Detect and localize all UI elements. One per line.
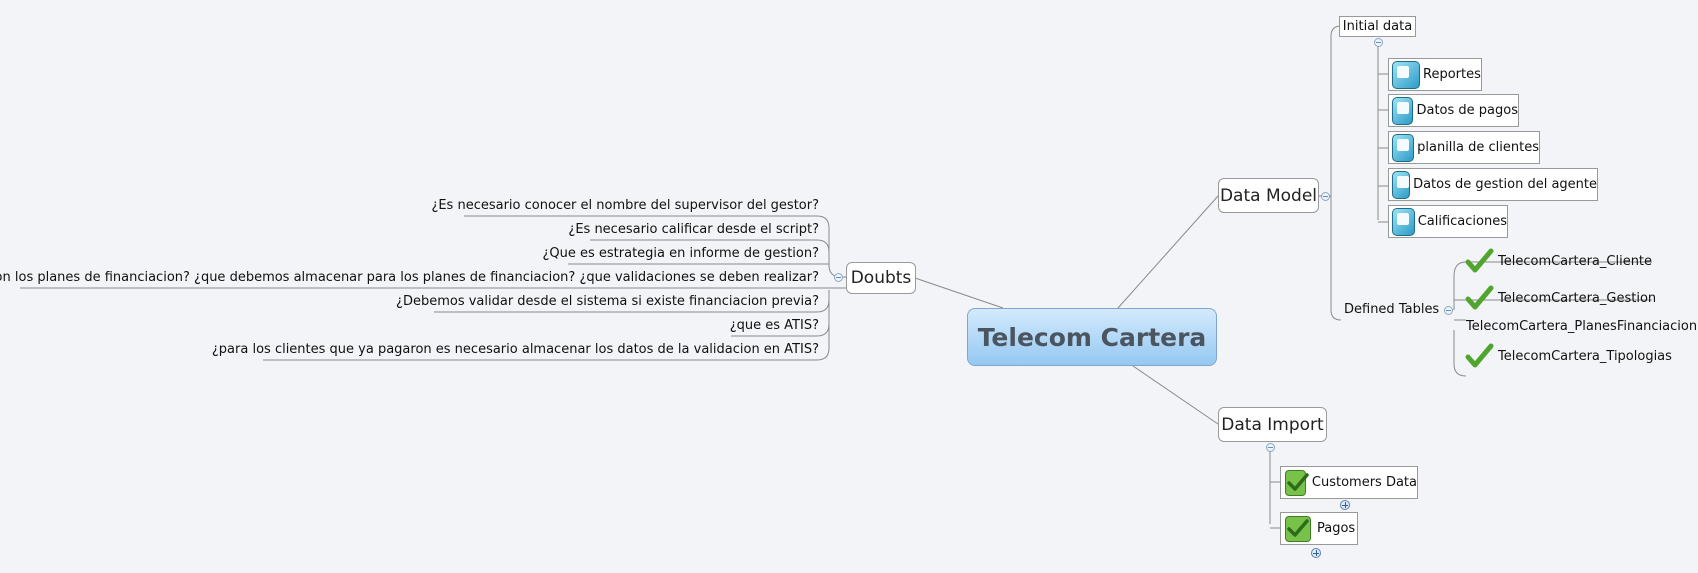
initial-data-item[interactable]: planilla de clientes — [1388, 131, 1540, 164]
defined-table-item[interactable]: TelecomCartera_Gestion — [1464, 282, 1656, 314]
doubt-item-6[interactable]: ¿que es ATIS? — [729, 318, 819, 333]
topic-icon — [1392, 133, 1415, 162]
initial-data-topic[interactable]: Initial data — [1339, 16, 1416, 37]
initial-data-item[interactable]: Reportes — [1388, 58, 1482, 91]
data-import-item[interactable]: Pagos — [1280, 512, 1358, 545]
defined-table-item[interactable]: TelecomCartera_Tipologias — [1464, 340, 1672, 372]
checkmark-icon — [1465, 248, 1494, 273]
collapse-defined-tables-icon[interactable] — [1444, 306, 1453, 315]
data-model-topic[interactable]: Data Model — [1218, 178, 1319, 213]
data-import-item[interactable]: Customers Data — [1280, 466, 1418, 499]
defined-table-item[interactable]: TelecomCartera_PlanesFinanciacion — [1466, 318, 1698, 334]
central-topic[interactable]: Telecom Cartera — [967, 308, 1217, 366]
initial-data-item[interactable]: Datos de gestion del agente — [1388, 168, 1598, 201]
doubt-item-1[interactable]: ¿Es necesario conocer el nombre del supe… — [431, 198, 819, 213]
topic-icon — [1392, 207, 1415, 236]
checkmark-icon — [1465, 285, 1494, 310]
topic-icon — [1392, 170, 1411, 199]
checkmark-icon — [1465, 343, 1494, 368]
topic-icon — [1392, 60, 1420, 89]
initial-data-item[interactable]: Calificaciones — [1388, 205, 1508, 238]
doubt-item-3[interactable]: ¿Que es estrategia en informe de gestion… — [542, 246, 819, 261]
collapse-data-import-icon[interactable] — [1266, 443, 1275, 452]
initial-data-item[interactable]: Datos de pagos — [1388, 94, 1519, 127]
expand-customers-data-icon[interactable] — [1340, 500, 1350, 510]
data-import-topic[interactable]: Data Import — [1218, 407, 1327, 442]
defined-tables-topic[interactable]: Defined Tables — [1344, 302, 1440, 317]
checkbox-checked-icon — [1285, 469, 1309, 496]
checkbox-checked-icon — [1285, 515, 1311, 542]
doubt-item-7[interactable]: ¿para los clientes que ya pagaron es nec… — [211, 342, 819, 357]
collapse-doubts-icon[interactable] — [834, 273, 843, 282]
collapse-data-model-icon[interactable] — [1321, 192, 1330, 201]
doubt-item-5[interactable]: ¿Debemos validar desde el sistema si exi… — [396, 294, 819, 309]
doubt-item-2[interactable]: ¿Es necesario calificar desde el script? — [568, 222, 819, 237]
collapse-initial-data-icon[interactable] — [1374, 38, 1383, 47]
doubts-topic[interactable]: Doubts — [846, 262, 916, 294]
defined-table-item[interactable]: TelecomCartera_Cliente — [1464, 245, 1652, 277]
doubt-item-4[interactable]: ¿Cuales son los planes de financiacion? … — [0, 270, 819, 285]
topic-icon — [1392, 96, 1414, 125]
expand-pagos-icon[interactable] — [1311, 548, 1321, 558]
